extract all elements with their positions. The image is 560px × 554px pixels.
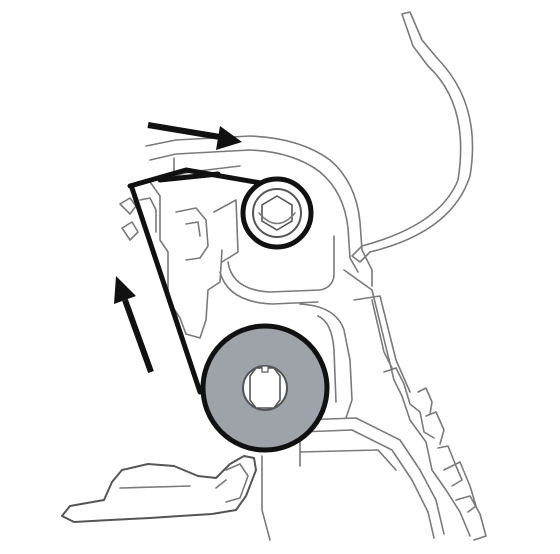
upper-housing bbox=[145, 135, 373, 287]
lower-latch bbox=[61, 455, 257, 523]
mechanism-frame bbox=[119, 181, 353, 419]
printer-frame bbox=[261, 269, 487, 541]
ribbon-supply-roll bbox=[200, 323, 330, 453]
curved-lever-arm bbox=[351, 11, 474, 263]
ribbon-take-up-spindle bbox=[240, 176, 314, 250]
ribbon-path bbox=[127, 167, 281, 395]
direction-arrow-right bbox=[147, 122, 242, 150]
direction-arrow-up bbox=[114, 276, 154, 374]
